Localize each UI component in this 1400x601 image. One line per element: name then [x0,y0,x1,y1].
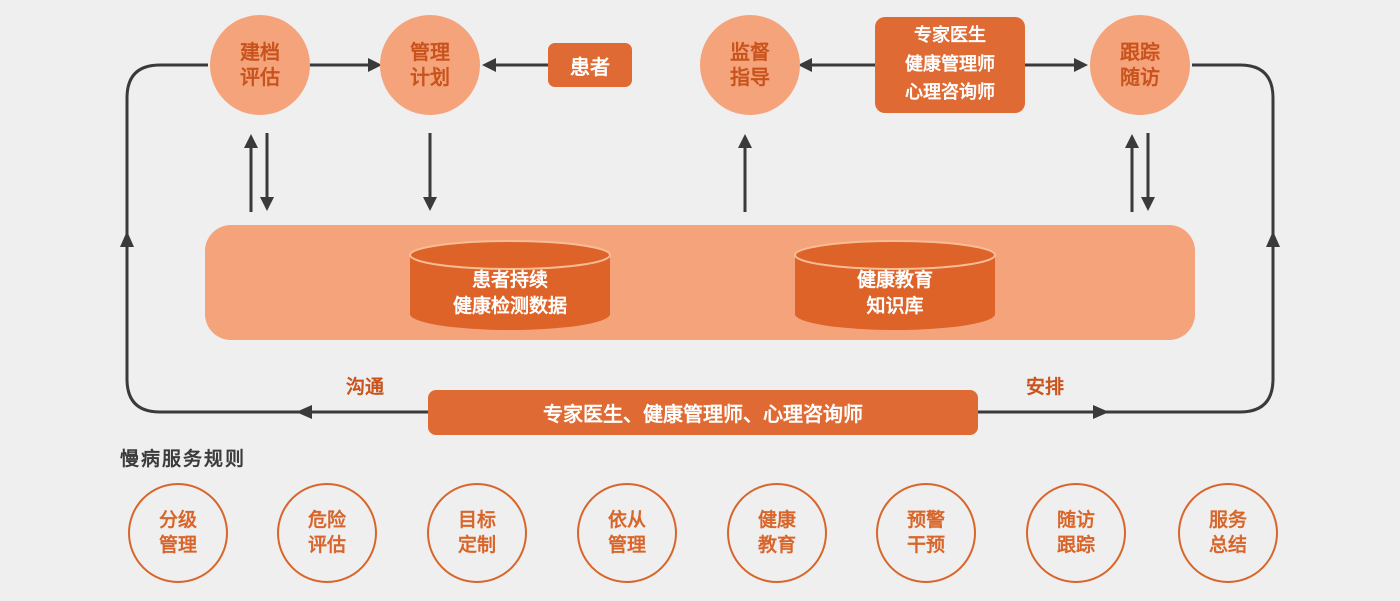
rule-label-line: 干预 [906,534,945,556]
arrowhead-left-icon [296,405,312,419]
node-label-line: 管理 [410,40,450,64]
arrowhead-up-icon [738,134,752,148]
database-cylinder-icon [409,240,611,330]
database-label: 患者持续 健康检测数据 [408,268,612,319]
rule-label-line: 总结 [1208,534,1247,556]
rule-label-line: 评估 [307,534,346,556]
node-label-line: 心理咨询师 [905,82,995,104]
node-label-line: 建档 [240,40,280,64]
node-label-line: 指导 [730,65,770,89]
node-label-line: 健康管理师 [905,53,995,75]
rule-label-line: 健康 [757,509,796,532]
database-label: 健康教育 知识库 [793,268,997,319]
arrowhead-down-icon [260,197,274,211]
rule-label-line: 服务 [1208,509,1247,532]
node-label-line: 监督 [730,40,770,64]
rule-label-line: 管理 [158,534,197,556]
rule-compliance-management: 依从 管理 [577,483,677,583]
node-label-line: 跟踪 [1120,40,1160,64]
specialists-bar-label: 专家医生、健康管理师、心理咨询师 [543,402,863,426]
rule-label-line: 分级 [158,509,197,532]
database-health-education: 健康教育 知识库 [793,240,997,332]
database-label-line: 健康教育 [856,269,933,291]
arrowhead-left-icon [798,58,812,72]
arrowhead-right-icon [1074,58,1088,72]
rule-label-line: 危险 [307,509,346,532]
rule-label-line: 随访 [1056,509,1095,532]
rule-label-line: 预警 [906,509,945,532]
database-label-line: 健康检测数据 [452,294,567,317]
specialists-bar: 专家医生、健康管理师、心理咨询师 [428,390,978,435]
database-label-line: 知识库 [866,294,924,317]
node-specialists: 专家医生 健康管理师 心理咨询师 [875,17,1025,113]
arrowhead-down-icon [1141,197,1155,211]
edge-label-communicate: 沟通 [345,376,384,398]
node-management-plan: 管理 计划 [380,15,480,115]
node-label-line: 随访 [1120,65,1160,89]
rule-label-line: 管理 [607,534,646,556]
rule-goal-customization: 目标 定制 [427,483,527,583]
data-band [205,225,1195,340]
rule-label-line: 定制 [457,534,496,556]
arrowhead-up-icon [1125,134,1139,148]
database-patient-monitoring: 患者持续 健康检测数据 [408,240,612,332]
arrowhead-right-icon [368,58,382,72]
rule-label-line: 依从 [607,509,646,532]
arrowhead-up-icon [244,134,258,148]
rule-label-line: 跟踪 [1056,534,1095,556]
arrowhead-right-icon [1093,405,1109,419]
node-tracking-followup: 跟踪 随访 [1090,15,1190,115]
rule-label-line: 目标 [457,509,496,532]
arrowhead-up-icon [120,231,134,247]
rule-service-summary: 服务 总结 [1178,483,1278,583]
node-patient: 患者 [548,43,632,87]
rules-section-title: 慢病服务规则 [120,448,247,470]
database-cylinder-icon [794,240,996,330]
rule-risk-assessment: 危险 评估 [277,483,377,583]
rule-warning-intervention: 预警 干预 [876,483,976,583]
arrowhead-down-icon [423,197,437,211]
edge-label-arrange: 安排 [1025,376,1064,398]
node-archive-assessment: 建档 评估 [210,15,310,115]
rule-followup-tracking: 随访 跟踪 [1026,483,1126,583]
rule-label-line: 教育 [757,534,796,556]
arrowhead-up-icon [1266,231,1280,247]
database-label-line: 患者持续 [471,269,548,291]
arrowhead-left-icon [482,58,496,72]
rule-grading-management: 分级 管理 [128,483,228,583]
rule-health-education: 健康 教育 [727,483,827,583]
node-label-line: 专家医生 [914,24,986,46]
node-label-line: 患者 [570,54,610,79]
node-label-line: 计划 [410,65,450,89]
node-label-line: 评估 [240,65,280,89]
node-supervision-guidance: 监督 指导 [700,15,800,115]
